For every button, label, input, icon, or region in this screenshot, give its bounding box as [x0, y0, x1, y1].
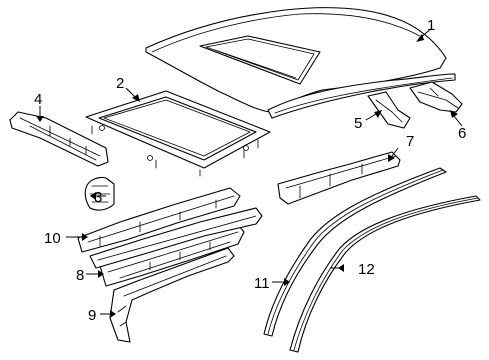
- callout-11: 11: [254, 275, 270, 292]
- callout-2: 2: [116, 75, 124, 92]
- roof-panel: [145, 7, 456, 119]
- callout-10: 10: [44, 230, 61, 247]
- callout-9: 9: [88, 307, 96, 324]
- callout-4: 4: [34, 91, 42, 108]
- callout-5: 5: [354, 115, 362, 132]
- callout-1: 1: [427, 17, 435, 34]
- drip-molding-inner: [263, 167, 447, 337]
- callout-12: 12: [358, 261, 375, 278]
- rear-bracket: [367, 91, 411, 129]
- side-rail-rear: [109, 247, 235, 343]
- callout-6: 6: [458, 125, 466, 142]
- rear-corner-reinforcement: [409, 81, 463, 113]
- drip-molding-outer: [289, 195, 481, 353]
- leader-lines: [36, 27, 463, 318]
- callout-8: 8: [76, 267, 84, 284]
- callout-3: 3: [94, 189, 102, 206]
- side-rail-upper: [77, 187, 263, 269]
- front-header-rail: [9, 111, 109, 167]
- bracket: [84, 176, 115, 211]
- callout-7: 7: [406, 133, 414, 150]
- rear-roof-rail: [277, 151, 401, 205]
- sunroof-frame: [85, 90, 271, 177]
